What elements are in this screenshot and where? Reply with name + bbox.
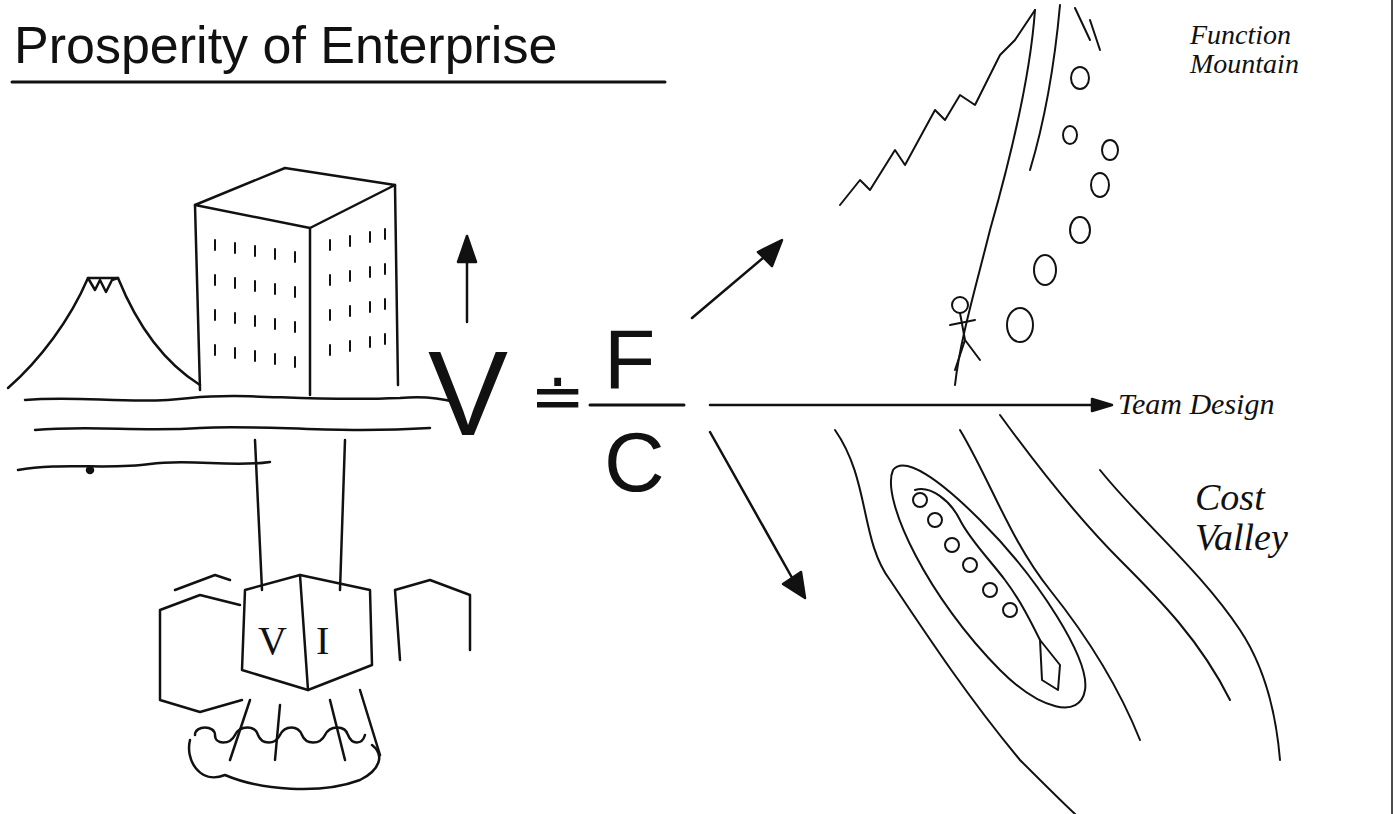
edge-rule — [1391, 0, 1393, 814]
function-symbol: F — [604, 315, 655, 403]
building-letter: V — [258, 620, 287, 662]
fraction-bar — [590, 404, 684, 407]
sea-waves — [18, 396, 455, 473]
reflected-building — [160, 440, 470, 789]
arrows — [458, 236, 1112, 598]
diagram-title: Prosperity of Enterprise — [14, 18, 557, 73]
valley-label: Cost Valley — [1195, 478, 1325, 558]
cost-valley — [835, 415, 1280, 814]
title-underline — [12, 81, 665, 84]
function-mountain — [840, 5, 1118, 385]
mountain-label: Function Mountain — [1190, 20, 1330, 79]
building — [195, 168, 398, 395]
team-design-label: Team Design — [1118, 388, 1274, 420]
fuji-snow — [88, 278, 118, 292]
approx-equal-symbol: ≐ — [530, 362, 585, 431]
cost-symbol: C — [604, 418, 665, 506]
building-letter: I — [316, 620, 329, 662]
mount-fuji — [8, 278, 200, 388]
value-symbol: V — [428, 330, 508, 456]
